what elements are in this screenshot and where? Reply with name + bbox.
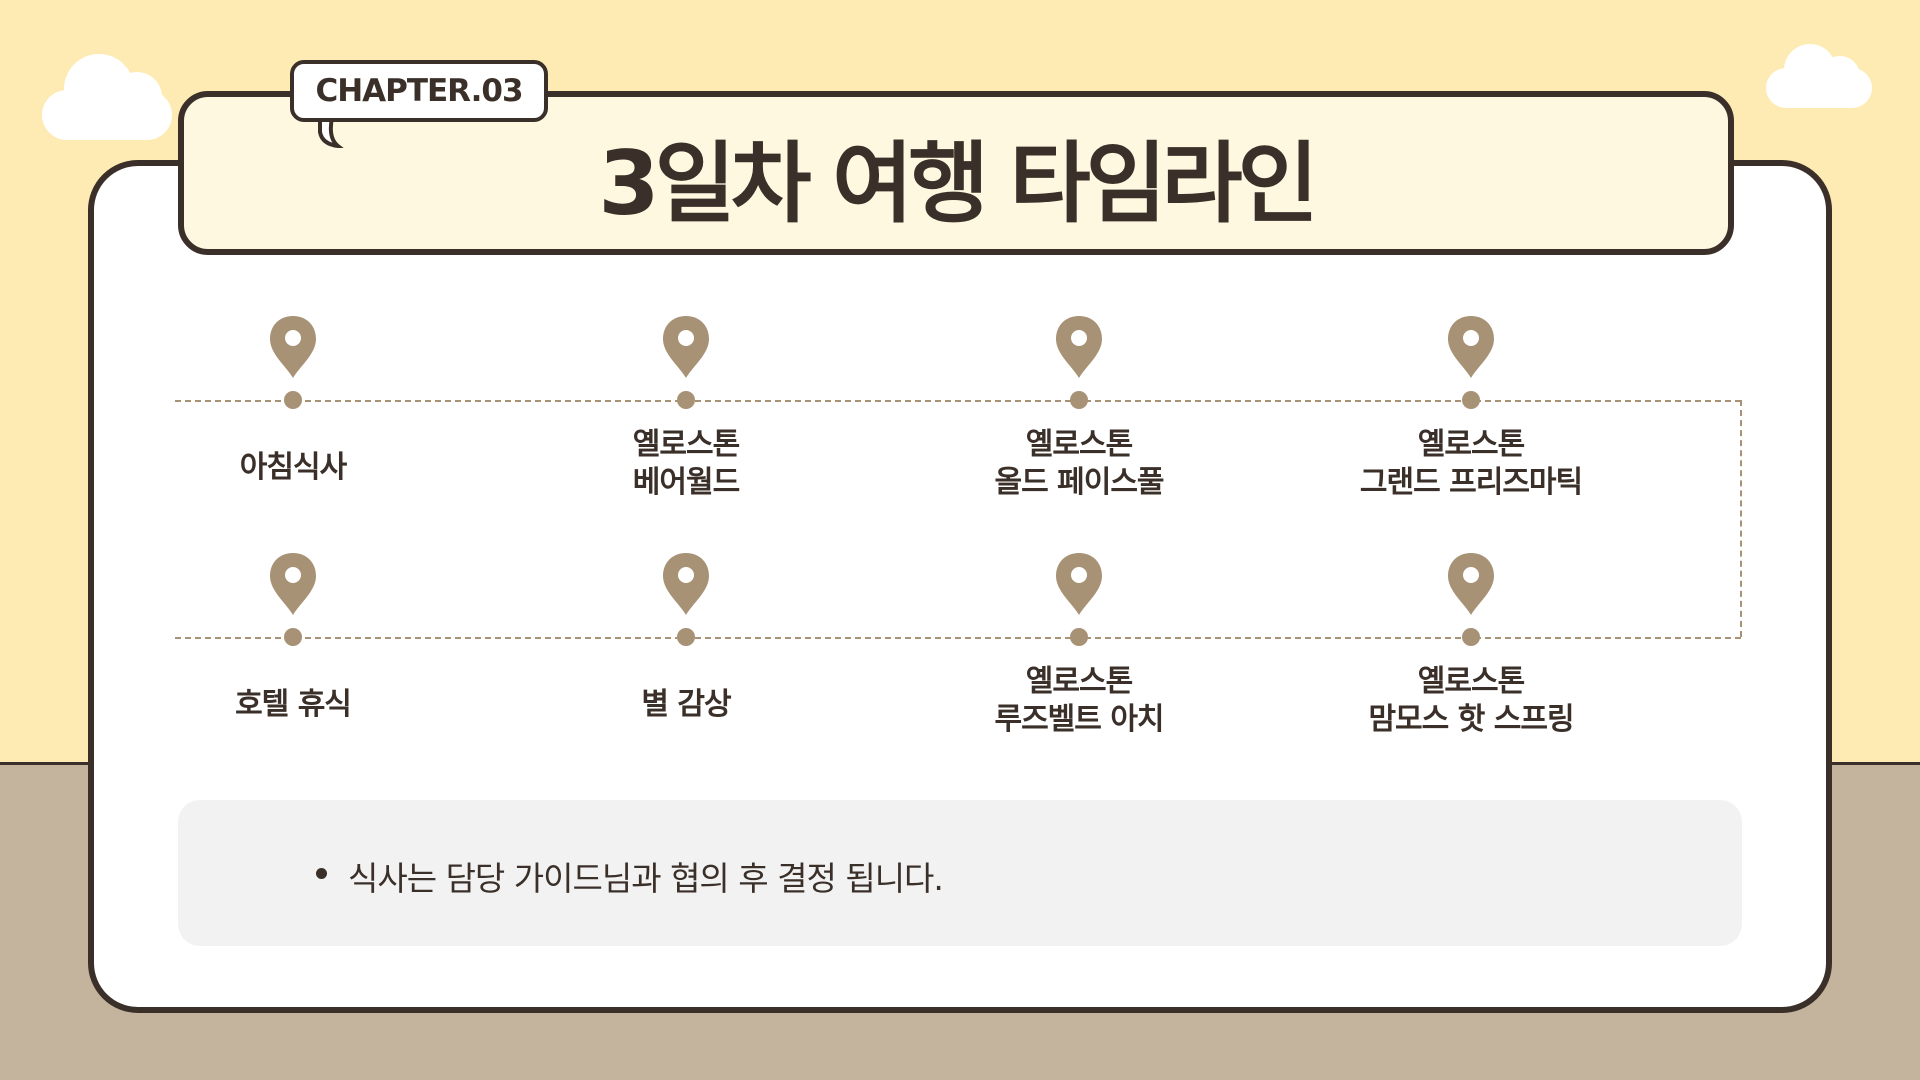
stop-label-line: 루즈벨트 아치 (994, 702, 1164, 737)
page-title: 3일차 여행 타임라인 (598, 131, 1318, 235)
stop-label: 호텔 휴식 (143, 686, 443, 724)
timeline-connector (1740, 400, 1742, 637)
stop-label-line: 아침식사 (239, 450, 347, 485)
stop-label-line: 옐로스톤 (1417, 664, 1525, 699)
stop-label-line: 옐로스톤 (1025, 427, 1133, 462)
stop-label-line: 올드 페이스풀 (994, 465, 1164, 500)
stop-label: 아침식사 (143, 449, 443, 487)
location-pin-icon (663, 316, 709, 378)
location-pin-icon (270, 316, 316, 378)
timeline-dot (677, 628, 695, 646)
speech-bubble-tail (318, 118, 344, 148)
title-box: 3일차 여행 타임라인 (178, 91, 1734, 255)
stop-label-line: 옐로스톤 (632, 427, 740, 462)
stop-label-line: 베어월드 (632, 465, 740, 500)
note-text: 식사는 담당 가이드님과 협의 후 결정 됩니다. (348, 859, 944, 898)
cloud-decoration (1766, 44, 1872, 108)
timeline-dot (677, 391, 695, 409)
timeline-line-1 (175, 400, 1741, 402)
timeline-dot (284, 391, 302, 409)
location-pin-icon (1448, 553, 1494, 615)
stop-label-line: 별 감상 (641, 687, 731, 722)
bullet-icon (316, 868, 327, 879)
timeline-dot (1070, 391, 1088, 409)
location-pin-icon (663, 553, 709, 615)
cloud-decoration (42, 54, 172, 140)
timeline-dot (1462, 391, 1480, 409)
timeline-dot (1462, 628, 1480, 646)
stop-label: 별 감상 (536, 686, 836, 724)
timeline-line-2 (175, 637, 1741, 639)
stop-label-line: 옐로스톤 (1025, 664, 1133, 699)
timeline-dot (284, 628, 302, 646)
stop-label-line: 그랜드 프리즈마틱 (1359, 465, 1583, 500)
location-pin-icon (1056, 553, 1102, 615)
timeline-dot (1070, 628, 1088, 646)
stop-label-line: 맘모스 핫 스프링 (1368, 702, 1574, 737)
location-pin-icon (270, 553, 316, 615)
stop-label-line: 호텔 휴식 (235, 687, 352, 722)
location-pin-icon (1448, 316, 1494, 378)
note-box: 식사는 담당 가이드님과 협의 후 결정 됩니다. (178, 800, 1742, 946)
stop-label-line: 옐로스톤 (1417, 427, 1525, 462)
location-pin-icon (1056, 316, 1102, 378)
chapter-badge: CHAPTER.03 (290, 60, 548, 122)
